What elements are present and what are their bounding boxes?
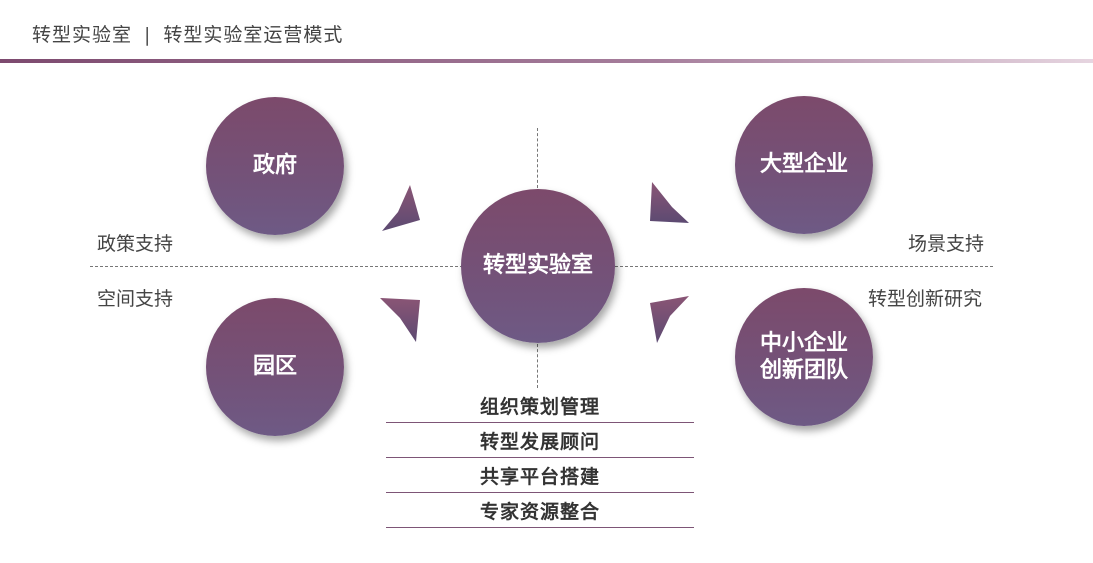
- node-government: 政府: [206, 97, 344, 235]
- arrow-sme-to-center: [650, 296, 689, 343]
- header-section: 转型实验室: [32, 24, 133, 46]
- label-scenario-support: 场景支持: [908, 233, 985, 255]
- list-item: 转型发展顾问: [386, 423, 694, 458]
- node-sme-label-line2: 创新团队: [759, 358, 848, 383]
- vertical-divider-bottom: [537, 344, 538, 388]
- vertical-divider-top: [537, 128, 538, 188]
- label-space-support: 空间支持: [97, 288, 174, 310]
- label-innovation-research: 转型创新研究: [868, 288, 983, 310]
- list-item: 组织策划管理: [386, 388, 694, 423]
- node-park-label: 园区: [252, 354, 297, 380]
- arrow-enterprise-to-center: [650, 182, 689, 223]
- node-park: 园区: [206, 298, 344, 436]
- list-item: 共享平台搭建: [386, 458, 694, 493]
- list-item: 专家资源整合: [386, 493, 694, 528]
- node-large-enterprise-label: 大型企业: [759, 152, 848, 178]
- services-list: 组织策划管理 转型发展顾问 共享平台搭建 专家资源整合: [386, 388, 694, 528]
- header-separator: |: [144, 24, 152, 46]
- node-center-lab: 转型实验室: [461, 189, 615, 343]
- node-center-label: 转型实验室: [482, 253, 593, 279]
- page-header: 转型实验室 | 转型实验室运营模式: [32, 20, 343, 47]
- arrow-gov-to-center: [382, 185, 420, 231]
- node-sme-label-line1: 中小企业: [759, 330, 848, 356]
- label-policy-support: 政策支持: [97, 233, 174, 255]
- node-large-enterprise: 大型企业: [735, 96, 873, 234]
- arrow-park-to-center: [380, 298, 420, 342]
- node-government-label: 政府: [252, 153, 297, 179]
- page-title: 转型实验室运营模式: [163, 24, 344, 46]
- node-sme-team: 中小企业 创新团队: [735, 288, 873, 426]
- header-divider: [0, 59, 1093, 63]
